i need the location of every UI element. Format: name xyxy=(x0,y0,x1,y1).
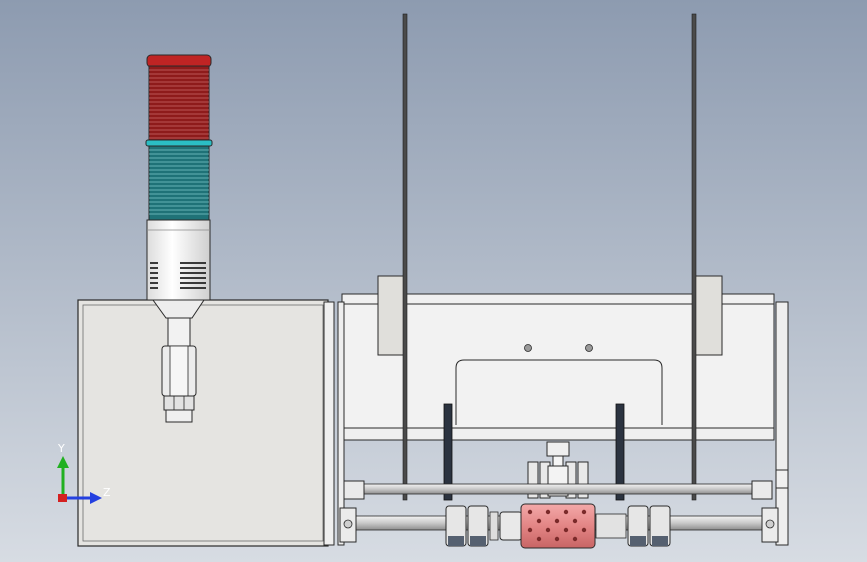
lamp-teal-segment xyxy=(148,145,210,221)
z-axis-arrow-icon xyxy=(90,492,102,504)
upper-shaft xyxy=(343,480,773,500)
guide-rod-right xyxy=(691,13,697,501)
mount-hole xyxy=(524,344,532,352)
signal-tower-lamp xyxy=(145,54,213,423)
y-axis-arrow-icon xyxy=(57,456,69,468)
mount-hole xyxy=(585,344,593,352)
bearing-cluster-left xyxy=(445,505,523,547)
drive-roller xyxy=(520,503,596,549)
stop-bar-right xyxy=(615,403,625,501)
lamp-mount-cone xyxy=(152,299,205,319)
center-tensioner xyxy=(527,441,589,499)
guide-block-right xyxy=(693,275,723,356)
lamp-vent-slots xyxy=(150,262,206,289)
y-axis-label: Y xyxy=(58,442,65,455)
guide-rod-left xyxy=(402,13,408,501)
enclosure-box xyxy=(77,299,335,547)
z-axis-label: Z xyxy=(103,486,111,499)
origin-marker xyxy=(58,494,67,502)
bearing-cluster-right xyxy=(595,505,671,547)
guide-block-left xyxy=(377,275,407,356)
side-bracket xyxy=(775,469,789,489)
frame-left-upright xyxy=(337,301,345,546)
stop-bar-left xyxy=(443,403,453,501)
